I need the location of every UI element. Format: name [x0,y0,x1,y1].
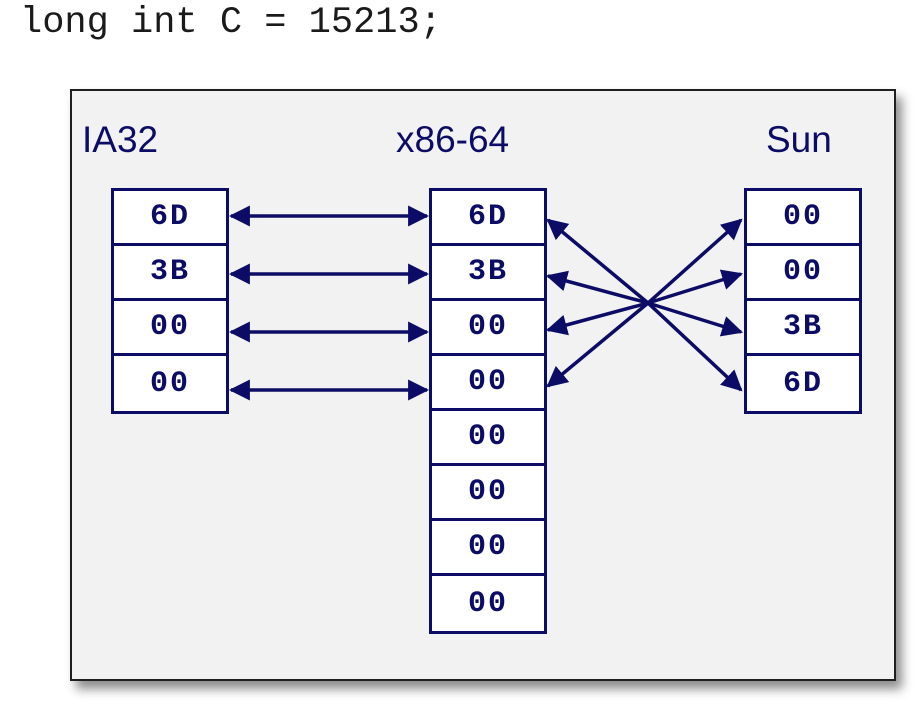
x86-64-byte-1: 3B [432,246,544,301]
sun-memory-column: 00 00 3B 6D [744,188,862,414]
x86-sun-arrow-3 [546,218,743,388]
sun-byte-2: 3B [747,301,859,356]
ia32-label: IA32 [82,119,159,160]
ia32-byte-1: 3B [114,246,226,301]
sun-byte-3: 6D [782,366,823,401]
code-declaration: long int C = 15213; [20,2,442,44]
ia32-byte-3: 00 [149,366,190,401]
x86-64-byte-2: 00 [432,301,544,356]
x86-64-byte-5: 00 [432,466,544,521]
ia32-byte-2: 00 [114,301,226,356]
x86-64-byte-7: 00 [467,586,508,621]
x86-64-memory-column: 6D 3B 00 00 00 00 00 00 [429,188,547,634]
sun-byte-0: 00 [747,191,859,246]
x86-64-label: x86-64 [396,119,510,160]
x86-64-byte-0: 6D [432,191,544,246]
x86-64-byte-4: 00 [432,411,544,466]
sun-label: Sun [766,119,832,160]
x86-64-byte-3: 00 [432,356,544,411]
x86-64-byte-6: 00 [432,521,544,576]
ia32-byte-0: 6D [114,191,226,246]
sun-byte-1: 00 [747,246,859,301]
ia32-memory-column: 6D 3B 00 00 [111,188,229,414]
